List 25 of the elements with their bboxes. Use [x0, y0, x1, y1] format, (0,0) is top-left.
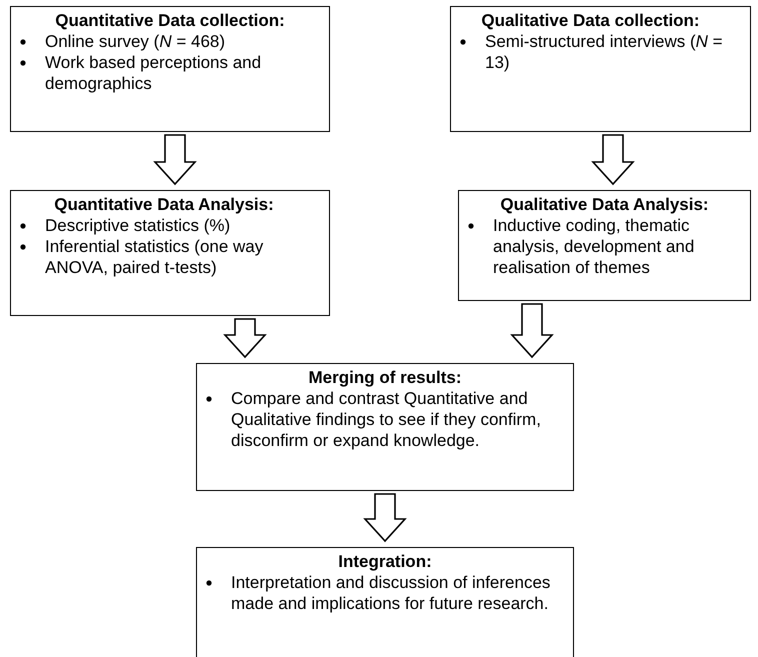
bullet-item: Inductive coding, thematic analysis, development and realisation of themes — [493, 216, 694, 277]
block-arrow — [591, 134, 635, 186]
process-box — [458, 190, 751, 301]
box-heading: Quantitative Data Analysis: — [53, 194, 275, 215]
bullet-item: Interpretation and discussion of inferences made and implications for future research. — [231, 573, 550, 613]
bullet-item: Semi-structured interviews (N = 13) — [485, 32, 723, 72]
bullet-item: Online survey (N = 468) — [45, 32, 226, 51]
bullet-item: Inferential statistics (one way ANOVA, paired t-tests) — [45, 237, 264, 277]
bullet-item: Descriptive statistics (%) — [45, 216, 230, 235]
process-box — [450, 6, 751, 132]
box-heading: Qualitative Data Analysis: — [499, 194, 710, 215]
process-box — [10, 190, 330, 316]
block-arrow — [223, 318, 267, 358]
process-box — [10, 6, 330, 132]
bullet-item: Work based perceptions and demographics — [45, 53, 262, 93]
box-heading: Integration: — [337, 551, 433, 572]
bullet-item: Compare and contrast Quantitative and Qualitative findings to see if they confirm, disconfirm or expand knowledge. — [231, 389, 541, 450]
block-arrow — [153, 134, 197, 186]
block-arrow — [363, 493, 407, 542]
block-arrow — [510, 303, 554, 358]
box-heading: Quantitative Data collection: — [54, 10, 286, 31]
box-heading: Merging of results: — [307, 367, 462, 388]
process-box — [196, 547, 574, 657]
process-box — [196, 363, 574, 491]
box-heading: Qualitative Data collection: — [480, 10, 701, 31]
